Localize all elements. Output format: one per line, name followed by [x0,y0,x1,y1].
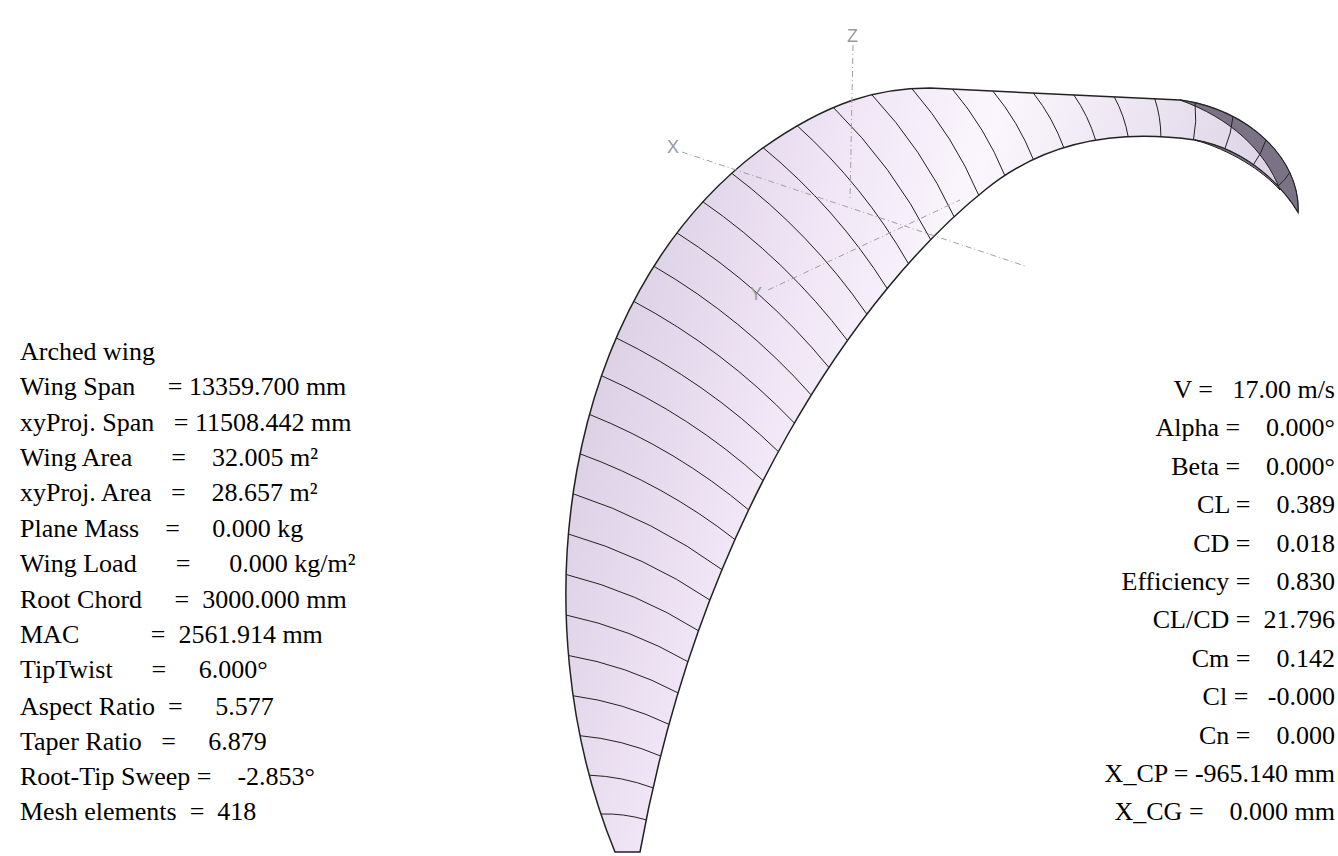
axis-label: Y [750,284,762,304]
rib-line [580,736,661,756]
aero-readout: X_CP = -965.140 mm [1105,759,1335,789]
aero-readout: CD = 0.018 [1193,529,1335,559]
geometry-readout: Wing Span = 13359.700 mm [20,372,346,402]
aero-readout: Cn = 0.000 [1199,721,1335,751]
rib-line [1033,93,1064,148]
aero-readout: CL = 0.389 [1197,490,1335,520]
rib-line [1155,99,1161,137]
tip-underside [1180,100,1298,212]
rib-line [763,148,887,289]
geometry-readout: Aspect Ratio = 5.577 [20,692,274,722]
axis-label: Z [847,26,858,46]
rib-line [580,454,735,540]
aero-readout: Efficiency = 0.830 [1122,567,1335,597]
rib-line [568,534,710,600]
geometry-readout: MAC = 2561.914 mm [20,620,323,650]
rib-line [912,89,979,196]
geometry-readout: Arched wing [20,337,155,367]
geometry-readout: Root-Tip Sweep = -2.853° [20,762,315,792]
rib-line [602,376,764,481]
geometry-readout: xyProj. Span = 11508.442 mm [20,408,352,438]
rib-line [590,414,749,509]
rib-line [566,574,698,630]
rib-line [573,696,669,725]
geometry-readout: xyProj. Area = 28.657 m² [20,478,318,508]
aero-readout: CL/CD = 21.796 [1153,605,1335,635]
rib-line [1114,97,1128,137]
geometry-readout: Wing Load = 0.000 kg/m² [20,549,356,579]
rib-line [797,126,908,264]
rib-line [569,655,679,692]
rib-line [1074,95,1096,140]
rib-line [677,233,829,368]
rib-line [993,91,1034,159]
geometry-readout: TipTwist = 6.000° [20,655,268,685]
rib-line [1193,103,1195,140]
axis-label: X [667,137,679,157]
geometry-readout: Root Chord = 3000.000 mm [20,585,347,615]
axes [682,45,1025,290]
rib-line [601,814,646,820]
rib-line [573,494,722,570]
rib-line [1278,173,1290,186]
rib-line [833,108,930,240]
geometry-readout: Plane Mass = 0.000 kg [20,514,303,544]
aero-readout: X_CG = 0.000 mm [1114,797,1335,827]
rib-line [732,173,867,314]
aero-readout: V = 17.00 m/s [1173,375,1335,405]
rib-line [952,89,1004,175]
geometry-readout: Taper Ratio = 6.879 [20,727,267,757]
rib-line [616,338,778,452]
rib-line [872,95,954,217]
geometry-readout: Mesh elements = 418 [20,797,256,827]
rib-line [654,266,811,395]
rib-line [1225,117,1233,149]
aero-readout: Alpha = 0.000° [1155,413,1335,443]
aero-readout: Beta = 0.000° [1171,452,1335,482]
aero-readout: Cm = 0.142 [1192,644,1335,674]
aero-readout: Cl = -0.000 [1203,682,1335,712]
rib-line [589,775,653,788]
rib-line [703,202,847,341]
rib-line [634,301,795,423]
rib-line [566,615,688,662]
rib-line [1253,140,1266,165]
geometry-readout: Wing Area = 32.005 m² [20,443,318,473]
